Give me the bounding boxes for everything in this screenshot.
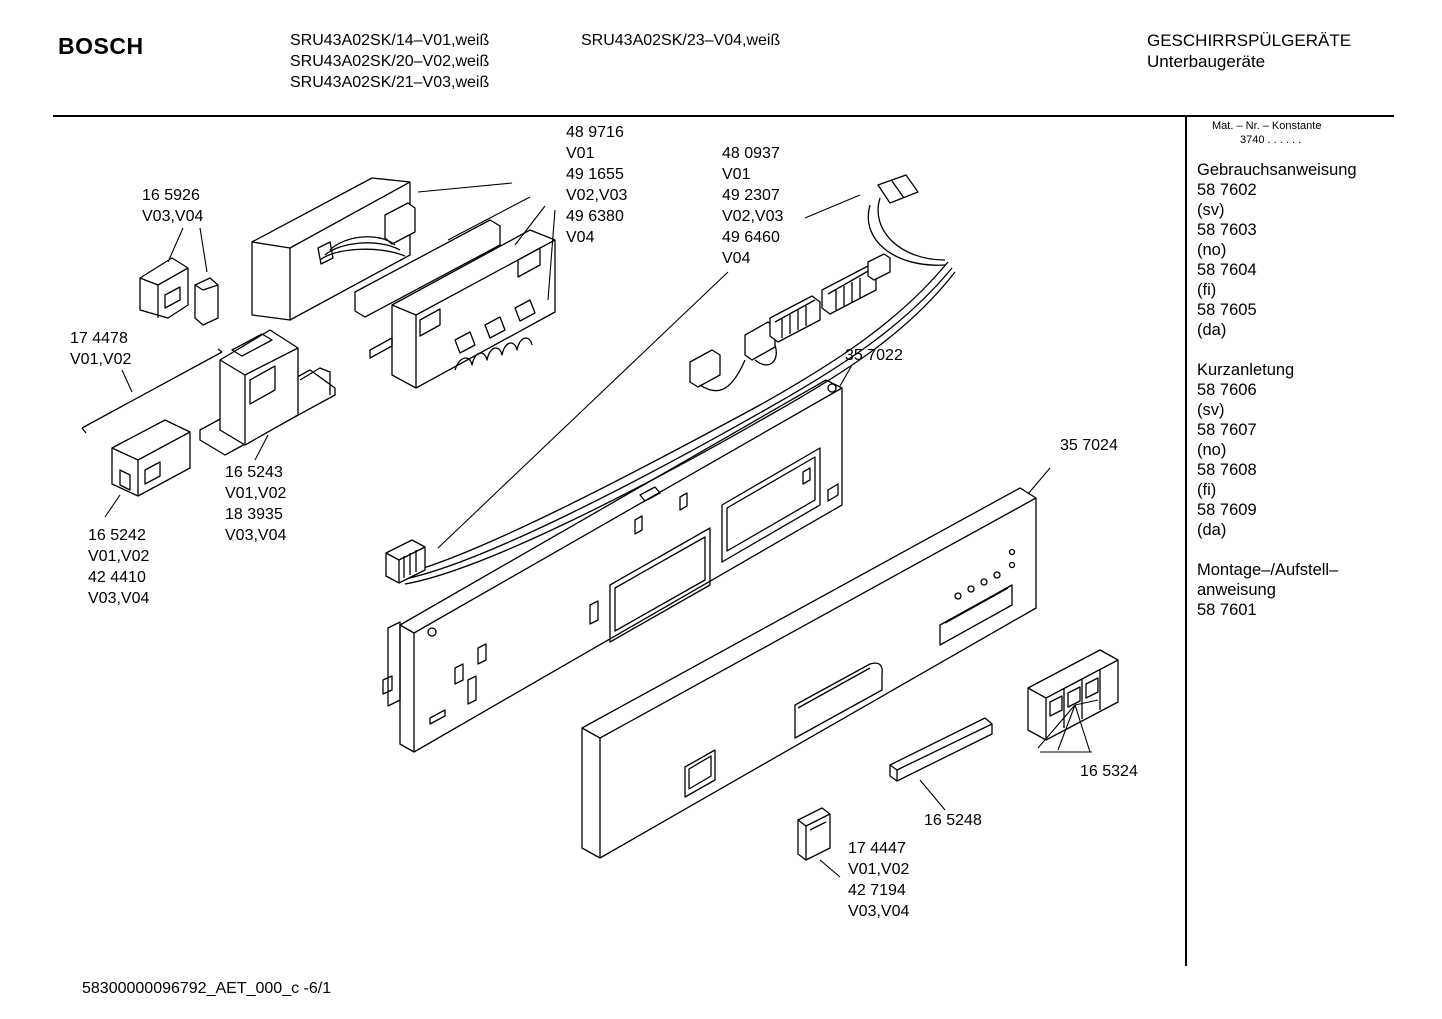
front-panel-part xyxy=(581,487,1037,859)
switch-housing-part xyxy=(199,329,336,456)
model-line: SRU43A02SK/23–V04,weiß xyxy=(581,32,781,49)
callout-16-5243: 16 5243 V01,V02 18 3935 V03,V04 xyxy=(225,462,286,546)
callout-line: 49 6380 xyxy=(566,208,624,225)
doc-line: anweisung xyxy=(1197,581,1276,599)
callout-line: V01,V02 xyxy=(848,861,910,878)
doc-line: (fi) xyxy=(1197,481,1217,499)
callout-line: V01 xyxy=(722,166,751,183)
callout-line: V04 xyxy=(722,250,751,267)
callout-48-9716: 48 9716 V01 49 1655 V02,V03 49 6380 V04 xyxy=(566,122,627,248)
callout-line: V01,V02 xyxy=(225,485,287,502)
callout-16-5926: 16 5926 V03,V04 xyxy=(142,185,203,227)
callout-35-7024: 35 7024 xyxy=(1060,435,1118,456)
callout-35-7022: 35 7022 xyxy=(845,345,903,366)
light-guide-part xyxy=(889,717,993,782)
callout-line: V01,V02 xyxy=(70,351,132,368)
doc-line: (no) xyxy=(1197,241,1227,259)
callout-line: 16 5242 xyxy=(88,527,146,544)
doc-line: 58 7604 xyxy=(1197,261,1257,279)
mat-value: 3740 . . . . . . xyxy=(1240,134,1302,146)
callout-line: V03,V04 xyxy=(848,903,910,920)
callout-line: V02,V03 xyxy=(722,208,784,225)
pcb-module-part xyxy=(251,177,556,389)
callout-line: V04 xyxy=(566,229,595,246)
callout-line: 49 6460 xyxy=(722,229,780,246)
callout-line: 49 1655 xyxy=(566,166,624,183)
callout-line: V03,V04 xyxy=(225,527,287,544)
doc-line: Kurzanletung xyxy=(1197,361,1295,379)
callout-17-4447: 17 4447 V01,V02 42 7194 V03,V04 xyxy=(848,838,909,922)
callout-line: V02,V03 xyxy=(566,187,628,204)
leader-lines xyxy=(104,182,1099,878)
callout-16-5324: 16 5324 xyxy=(1080,761,1138,782)
connector-part xyxy=(797,807,831,861)
callout-line: 49 2307 xyxy=(722,187,780,204)
doc-line: (fi) xyxy=(1197,281,1217,299)
category-block: GESCHIRRSPÜLGERÄTE Unterbaugeräte xyxy=(1147,30,1351,72)
doc-group-montage: Montage–/Aufstell– anweisung 58 7601 xyxy=(1197,560,1357,620)
callout-line: 42 7194 xyxy=(848,882,906,899)
document-list: Gebrauchsanweisung 58 7602 (sv) 58 7603 … xyxy=(1197,160,1357,640)
cover-bracket-part xyxy=(139,257,219,326)
model-line: SRU43A02SK/20–V02,weiß xyxy=(290,53,490,70)
callout-line: 42 4410 xyxy=(88,569,146,586)
callout-48-0937: 48 0937 V01 49 2307 V02,V03 49 6460 V04 xyxy=(722,143,783,269)
callout-line: 18 3935 xyxy=(225,506,283,523)
doc-line: 58 7605 xyxy=(1197,301,1257,319)
model-line: SRU43A02SK/14–V01,weiß xyxy=(290,32,490,49)
doc-line: 58 7607 xyxy=(1197,421,1257,439)
callout-16-5248: 16 5248 xyxy=(924,810,982,831)
model-list-1: SRU43A02SK/14–V01,weiß SRU43A02SK/20–V02… xyxy=(290,30,489,93)
model-list-2: SRU43A02SK/23–V04,weiß xyxy=(581,30,780,51)
doc-line: 58 7603 xyxy=(1197,221,1257,239)
callout-line: 17 4447 xyxy=(848,840,906,857)
callout-line: 48 0937 xyxy=(722,145,780,162)
category-title: GESCHIRRSPÜLGERÄTE xyxy=(1147,31,1352,50)
model-line: SRU43A02SK/21–V03,weiß xyxy=(290,74,490,91)
callout-line: V01 xyxy=(566,145,595,162)
doc-line: (da) xyxy=(1197,521,1227,539)
callout-line: 16 5324 xyxy=(1080,763,1138,780)
doc-line: Gebrauchsanweisung xyxy=(1197,161,1357,179)
callout-line: 48 9716 xyxy=(566,124,624,141)
callout-line: 17 4478 xyxy=(70,330,128,347)
doc-line: (sv) xyxy=(1197,401,1225,419)
brand-logo: BOSCH xyxy=(58,33,144,59)
doc-line: 58 7608 xyxy=(1197,461,1257,479)
wiring-harness-part xyxy=(385,174,956,585)
callout-line: V03,V04 xyxy=(142,208,204,225)
doc-line: (sv) xyxy=(1197,201,1225,219)
doc-line: Montage–/Aufstell– xyxy=(1197,561,1339,579)
push-buttons-part xyxy=(1027,649,1119,741)
callout-line: 16 5243 xyxy=(225,464,283,481)
subcategory-title: Unterbaugeräte xyxy=(1147,52,1266,71)
callout-line: 35 7024 xyxy=(1060,437,1118,454)
callout-line: V03,V04 xyxy=(88,590,150,607)
doc-group-kurzanleitung: Kurzanletung 58 7606 (sv) 58 7607 (no) 5… xyxy=(1197,360,1357,540)
header-divider xyxy=(53,115,1394,117)
callout-line: 16 5248 xyxy=(924,812,982,829)
sidebar-divider xyxy=(1185,116,1187,966)
doc-line: 58 7601 xyxy=(1197,601,1257,619)
callout-line: 16 5926 xyxy=(142,187,200,204)
mat-label: Mat. – Nr. – Konstante xyxy=(1212,120,1322,132)
doc-line: (da) xyxy=(1197,321,1227,339)
material-constant: Mat. – Nr. – Konstante 3740 . . . . . . xyxy=(1212,119,1321,147)
doc-line: 58 7609 xyxy=(1197,501,1257,519)
control-frame-part xyxy=(382,379,843,753)
callout-17-4478: 17 4478 V01,V02 xyxy=(70,328,131,370)
rod-part xyxy=(81,348,223,434)
callout-line: 35 7022 xyxy=(845,347,903,364)
doc-line: (no) xyxy=(1197,441,1227,459)
document-id: 58300000096792_AET_000_c -6/1 xyxy=(82,980,332,997)
doc-line: 58 7606 xyxy=(1197,381,1257,399)
relay-block-part xyxy=(111,419,191,497)
doc-group-gebrauchsanweisung: Gebrauchsanweisung 58 7602 (sv) 58 7603 … xyxy=(1197,160,1357,340)
callout-16-5242: 16 5242 V01,V02 42 4410 V03,V04 xyxy=(88,525,149,609)
doc-line: 58 7602 xyxy=(1197,181,1257,199)
callout-line: V01,V02 xyxy=(88,548,150,565)
